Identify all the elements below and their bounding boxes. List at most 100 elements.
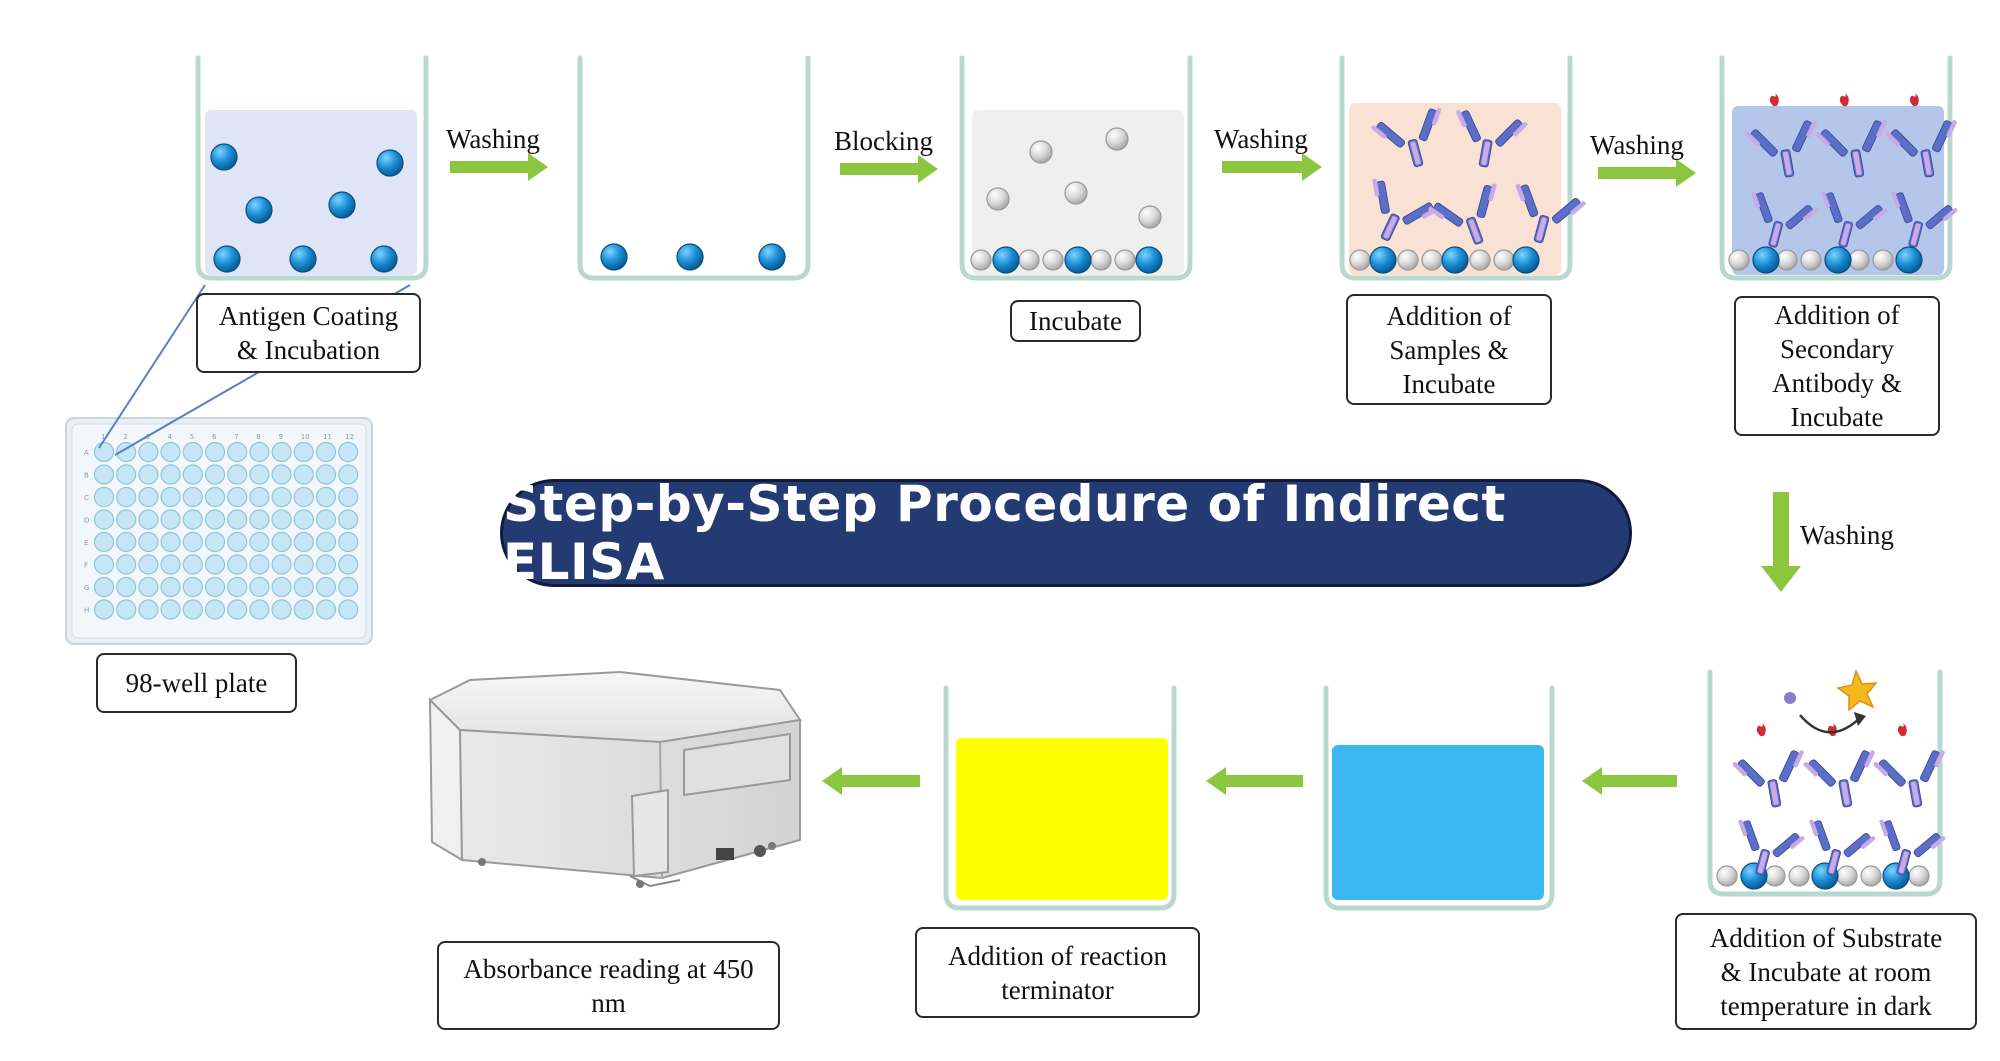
plate-well — [93, 531, 115, 553]
blocker-particle — [1788, 865, 1810, 887]
plate-column-label: 4 — [168, 433, 173, 441]
arrow-label-washing-1: Washing — [446, 124, 540, 154]
plate-well — [160, 486, 181, 508]
plate-column-label: 11 — [323, 433, 332, 441]
plate-well — [271, 486, 292, 508]
plate-well — [271, 576, 292, 598]
plate-well — [271, 554, 292, 575]
plate-well — [138, 554, 159, 575]
plate-well — [315, 509, 337, 530]
substrate-reaction-icon — [1784, 668, 1878, 734]
plate-well — [315, 576, 337, 598]
primary-antibody — [1821, 191, 1888, 248]
plate-well — [204, 509, 226, 530]
plate-row-label: E — [84, 539, 88, 547]
antigen-particle — [1369, 246, 1397, 274]
solution-blue-violet — [1732, 106, 1944, 275]
arrow-label-blocking: Blocking — [834, 126, 933, 156]
plate-well — [182, 509, 203, 530]
primary-antibody — [1879, 819, 1946, 876]
arrow-washing-1 — [450, 153, 548, 181]
secondary-antibody — [1745, 93, 1817, 178]
blocker-particle — [1469, 249, 1491, 271]
antigen-particle — [370, 245, 398, 273]
plate-column-label: 12 — [345, 433, 354, 441]
plate-well — [138, 464, 159, 485]
arrow-to-reader — [822, 767, 920, 795]
plate-well — [338, 554, 359, 575]
plate-well — [116, 441, 137, 463]
plate-well — [116, 486, 137, 508]
plate-well — [138, 576, 159, 598]
plate-well — [315, 599, 337, 620]
plate-well — [293, 576, 314, 598]
plate-well — [160, 599, 181, 620]
plate-well — [293, 486, 314, 508]
secondary-antibody — [1815, 93, 1887, 178]
antigen-particle — [600, 243, 628, 271]
blocker-particle — [1421, 249, 1443, 271]
plate-row-label: D — [84, 517, 89, 525]
antigen-particle — [1135, 246, 1163, 274]
antigen-particle — [210, 143, 238, 171]
plate-well — [160, 464, 181, 485]
antigen-particle — [1824, 246, 1852, 274]
plate-well — [227, 576, 248, 598]
plate-well — [116, 509, 137, 530]
plate-well — [116, 464, 137, 485]
plate-column-label: 2 — [123, 433, 127, 441]
plate-well — [249, 509, 270, 530]
plate-well — [249, 531, 270, 553]
antigen-particle — [676, 243, 704, 271]
well-3 — [959, 55, 1193, 281]
label-addition-samples: Addition of Samples & Incubate — [1346, 294, 1552, 405]
blocker-particle — [1090, 249, 1112, 271]
plate-well — [116, 531, 137, 553]
plate-well — [249, 554, 270, 575]
antigen-particle — [758, 243, 786, 271]
label-addition-terminator: Addition of reaction terminator — [915, 927, 1200, 1018]
plate-well — [271, 464, 292, 485]
plate-row-label: A — [84, 449, 89, 457]
plate-row-label: G — [84, 584, 89, 592]
well-4 — [1339, 55, 1573, 281]
primary-antibody — [1456, 110, 1528, 168]
plate-row-label: C — [84, 494, 89, 502]
plate-well — [293, 599, 314, 620]
plate-well — [204, 531, 226, 553]
blocker-particle — [1800, 249, 1822, 271]
blocker-particle — [1114, 249, 1136, 271]
blocker-particle — [1728, 249, 1750, 271]
plate-well — [249, 576, 270, 598]
arrow-to-yellow — [1206, 767, 1303, 795]
plate-well — [204, 464, 226, 485]
plate-well — [204, 486, 226, 508]
secondary-antibody — [1732, 723, 1804, 808]
zoom-line-1 — [98, 284, 206, 449]
plate-well — [249, 486, 270, 508]
diagram-title: Step-by-Step Procedure of Indirect ELISA — [503, 475, 1506, 591]
plate-column-label: 10 — [301, 433, 310, 441]
blocker-particle — [1105, 127, 1129, 151]
plate-row-label: B — [84, 472, 89, 480]
antigen-particle — [992, 246, 1020, 274]
plate-well — [315, 464, 337, 485]
arrow-washing-2 — [1222, 153, 1322, 181]
arrow-label-washing-4: Washing — [1800, 520, 1894, 550]
plate-column-label: 1 — [101, 433, 105, 441]
plate-well — [293, 554, 314, 575]
primary-antibody — [1371, 107, 1442, 168]
well-1 — [195, 55, 429, 281]
antigen-particle — [1441, 246, 1469, 274]
plate-well — [138, 599, 159, 620]
plate-well — [204, 554, 226, 575]
plate-well — [249, 441, 270, 463]
antigen-particle — [1752, 246, 1780, 274]
plate-well — [204, 599, 226, 620]
plate-well — [293, 509, 314, 530]
secondary-antibody — [1873, 723, 1945, 808]
well-2 — [577, 55, 811, 281]
plate-well — [227, 441, 248, 463]
blocker-particle — [1836, 865, 1858, 887]
